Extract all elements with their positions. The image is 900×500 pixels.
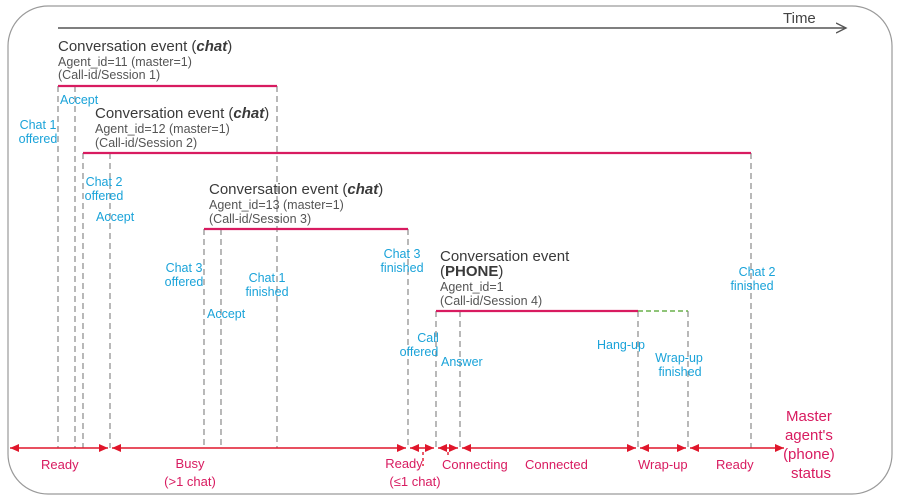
event-session: (Call-id/Session 3) [209, 212, 311, 226]
event-title-line1: Conversation event [440, 248, 570, 265]
event-title: Conversation event (chat) [209, 181, 383, 198]
event-session: (Call-id/Session 1) [58, 68, 160, 82]
event-title: Conversation event (chat) [58, 38, 232, 55]
event-agent: Agent_id=13 (master=1) [209, 198, 344, 212]
label-hangup: Hang-up [597, 338, 645, 352]
event-session: (Call-id/Session 4) [440, 294, 542, 308]
event-title: Conversation event (chat) [95, 105, 269, 122]
phase-label-ready2: Ready(≤1 chat) [385, 456, 440, 489]
phase-label-connected: Connected [525, 457, 588, 472]
event-label-session-2: Conversation event (chat) Agent_id=12 (m… [95, 105, 269, 150]
phase-labels: Ready Busy(>1 chat) Ready(≤1 chat) Conne… [41, 456, 754, 489]
event-session: (Call-id/Session 2) [95, 136, 197, 150]
diagram-frame [7, 5, 893, 495]
label-accept3: Accept [207, 307, 246, 321]
phase-arrows [10, 444, 784, 466]
event-label-session-3: Conversation event (chat) Agent_id=13 (m… [209, 181, 383, 226]
label-accept1: Accept [60, 93, 99, 107]
phase-label-ready1: Ready [41, 457, 79, 472]
event-agent: Agent_id=1 [440, 280, 504, 294]
event-label-session-4: Conversation event (PHONE) Agent_id=1 (C… [440, 248, 570, 308]
event-label-session-1: Conversation event (chat) Agent_id=11 (m… [58, 38, 232, 82]
status-label: Master agent's (phone) status [783, 408, 839, 482]
label-accept2: Accept [96, 210, 135, 224]
phase-label-wrapup: Wrap-up [638, 457, 688, 472]
phase-label-ready3: Ready [716, 457, 754, 472]
event-title-line2: (PHONE) [440, 263, 503, 280]
event-agent: Agent_id=11 (master=1) [58, 55, 192, 69]
event-agent: Agent_id=12 (master=1) [95, 122, 230, 136]
event-markers-lines [57, 86, 752, 448]
phase-label-busy: Busy(>1 chat) [164, 456, 216, 489]
phase-label-connecting: Connecting [442, 457, 508, 472]
time-label: Time [783, 10, 816, 27]
label-answer: Answer [441, 355, 483, 369]
